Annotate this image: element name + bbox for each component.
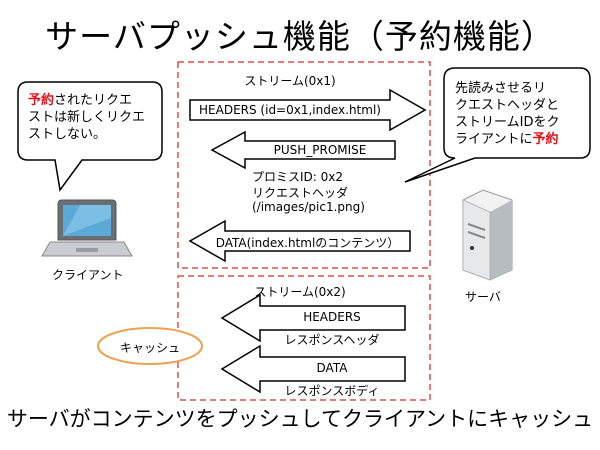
server-bubble-line2: クエストヘッダと bbox=[455, 98, 560, 113]
stream2-headers-sub: レスポンスヘッダ bbox=[284, 333, 380, 347]
server-icon bbox=[462, 189, 513, 281]
server-highlight: 予約 bbox=[532, 132, 559, 147]
data-arrow bbox=[188, 219, 411, 263]
server-bubble-text: 先読みさせるリ クエストヘッダと ストリームIDをク ライアントに予約 bbox=[455, 80, 587, 148]
client-bubble-line1: されたリクエ bbox=[54, 93, 133, 108]
promise-id-label: プロミスID: 0x2 bbox=[252, 170, 344, 184]
push-promise-arrow bbox=[210, 130, 396, 170]
stream2-data-arrow bbox=[220, 344, 406, 394]
client-bubble-line2: ストは新しくリクエ bbox=[28, 110, 146, 125]
stream2-data-label: DATA bbox=[316, 361, 348, 375]
headers-arrow bbox=[189, 88, 427, 132]
headers-label: HEADERS (id=0x1,index.html) bbox=[199, 103, 381, 117]
stream2-headers-arrow bbox=[220, 293, 406, 343]
server-label: サーバ bbox=[465, 290, 501, 304]
path-label: (/images/pic1.png) bbox=[252, 200, 365, 214]
client-bubble-text: 予約されたリクエ ストは新しくリクエ ストしない。 bbox=[28, 92, 160, 143]
stream1-label: ストリーム(0x1) bbox=[244, 74, 336, 88]
cache-ellipse bbox=[97, 327, 203, 365]
page-title: サーバプッシュ機能（予約機能） bbox=[45, 17, 555, 56]
stream2-data-sub: レスポンスボディ bbox=[284, 384, 380, 398]
push-promise-label: PUSH_PROMISE bbox=[273, 143, 367, 157]
stream2-headers-label: HEADERS bbox=[303, 310, 361, 324]
cache-label: キャッシュ bbox=[119, 341, 180, 355]
server-bubble-line4: ライアントに bbox=[455, 132, 533, 147]
client-highlight: 予約 bbox=[28, 93, 55, 108]
server-bubble bbox=[404, 67, 591, 183]
client-bubble bbox=[17, 81, 163, 192]
client-bubble-line3: ストしない。 bbox=[28, 127, 107, 142]
server-bubble-line3: ストリームIDをク bbox=[455, 115, 560, 130]
stream1-box bbox=[177, 61, 431, 269]
stream2-label: ストリーム(0x2) bbox=[254, 285, 346, 299]
request-header-label: リクエストヘッダ bbox=[252, 186, 349, 200]
caption: サーバがコンテンツをプッシュしてクライアントにキャッシュ bbox=[6, 407, 594, 431]
laptop-icon bbox=[41, 199, 133, 257]
server-bubble-line1: 先読みさせるリ bbox=[455, 81, 547, 96]
client-label: クライアント bbox=[52, 268, 124, 282]
data-label: DATA(index.htmlのコンテンツ） bbox=[215, 236, 400, 250]
